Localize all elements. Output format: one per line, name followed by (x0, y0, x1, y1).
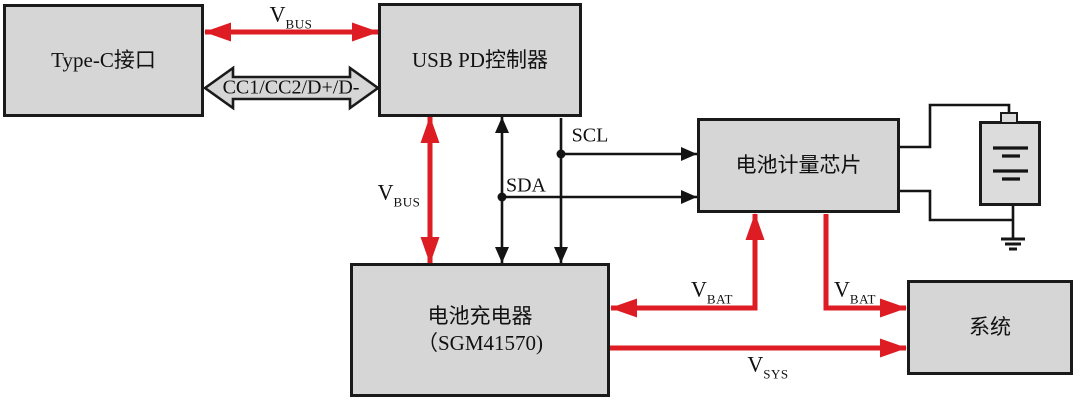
battery-gauge-label: 电池计量芯片 (735, 153, 862, 177)
battery-icon (979, 121, 1041, 206)
battery-terminal-icon (1000, 112, 1018, 124)
battery-gauge-box: 电池计量芯片 (697, 118, 900, 213)
battery-charger-label-line1: 电池充电器 (427, 304, 533, 328)
usb-pd-controller-box: USB PD控制器 (378, 3, 582, 117)
battery-charger-box: 电池充电器 （SGM41570) (350, 263, 610, 397)
usb-pd-controller-label: USB PD控制器 (412, 47, 548, 72)
system-box: 系统 (907, 280, 1073, 375)
typec-label: Type-C接口 (51, 48, 156, 72)
battery-charger-label-line2: （SGM41570) (416, 331, 543, 355)
typec-box: Type-C接口 (3, 4, 204, 117)
system-label: 系统 (969, 315, 1011, 339)
